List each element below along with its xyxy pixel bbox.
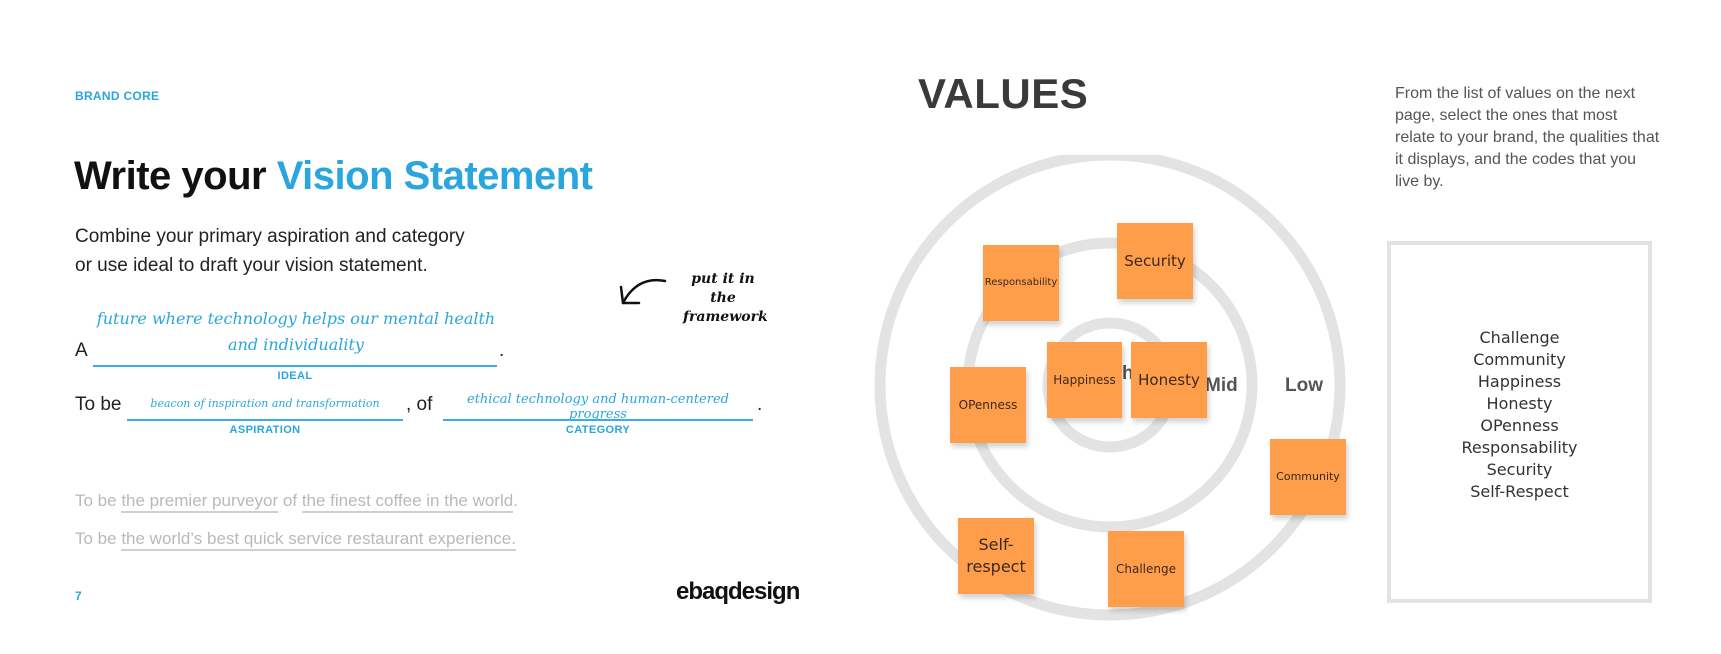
list-item: Security [1486,460,1553,479]
example-1: To be the premier purveyor of the finest… [75,491,518,513]
sticky-note-self-respect[interactable]: Self-respect [958,518,1034,594]
intro-line-2: or use ideal to draft your vision statem… [75,255,428,276]
sticky-note-responsability[interactable]: Responsability [983,245,1059,321]
example-1-part-2: the finest coffee in the world [301,491,514,513]
section-eyebrow: BRAND CORE [75,89,160,103]
selected-values-box: Challenge Community Happiness Honesty OP… [1387,241,1652,603]
row2-prefix: To be [75,394,122,415]
ideal-caption: IDEAL [277,370,313,382]
ring-label-mid: Mid [1205,375,1238,396]
values-title: VALUES [918,70,1089,117]
list-item: Self-Respect [1470,482,1569,501]
sticky-note-happiness[interactable]: Happiness [1047,342,1122,418]
page-title: Write your Vision Statement [74,154,593,199]
list-item: Community [1473,350,1566,369]
list-item: OPenness [1480,416,1559,435]
example-1-prefix: To be [75,491,117,510]
aspiration-answer[interactable]: beacon of inspiration and transformation [150,397,380,410]
example-2-prefix: To be [75,529,117,548]
row1-period: . [499,340,505,361]
example-1-part-1: the premier purveyor [121,491,279,513]
page-number: 7 [75,589,82,603]
list-item: Challenge [1479,328,1560,347]
intro-line-1: Combine your primary aspiration and cate… [75,226,465,247]
category-caption: CATEGORY [565,424,631,436]
category-blank-line [443,419,753,421]
sticky-note-honesty[interactable]: Honesty [1131,342,1207,418]
example-1-end: . [513,491,518,510]
ideal-blank-line [93,365,497,367]
list-item: Honesty [1486,394,1553,413]
intro-text: Combine your primary aspiration and cate… [75,222,545,280]
row1-prefix: A [75,340,88,361]
example-1-mid: of [282,491,298,510]
list-item: Responsability [1461,438,1578,457]
title-part-1: Write your [74,154,267,198]
selected-values-list: Challenge Community Happiness Honesty OP… [1391,327,1648,503]
aspiration-caption: ASPIRATION [229,424,301,436]
sticky-note-challenge[interactable]: Challenge [1108,531,1184,607]
example-2-part-1: the world’s best quick service restauran… [121,529,516,551]
row2-period: . [757,394,763,415]
sticky-note-community[interactable]: Community [1270,439,1346,515]
sticky-note-openness[interactable]: OPenness [950,367,1026,443]
category-answer[interactable]: ethical technology and human-centered pr… [467,392,729,422]
title-part-2: Vision Statement [276,154,593,198]
aspiration-blank-line [127,419,403,421]
sticky-note-security[interactable]: Security [1117,223,1193,299]
brand-logo: ebaqdesign [676,578,800,605]
ring-label-high: h [1122,363,1134,384]
values-instructions: From the list of values on the next page… [1395,85,1660,190]
handwritten-note: put it in the framework [683,271,768,325]
row2-mid: , of [406,394,433,415]
ideal-answer[interactable]: future where technology helps our mental… [96,309,496,354]
outer-ring [874,155,1346,621]
list-item: Happiness [1477,372,1562,391]
ring-label-low: Low [1285,375,1323,396]
curved-arrow-icon [619,278,667,305]
example-2: To be the world’s best quick service res… [75,529,516,551]
